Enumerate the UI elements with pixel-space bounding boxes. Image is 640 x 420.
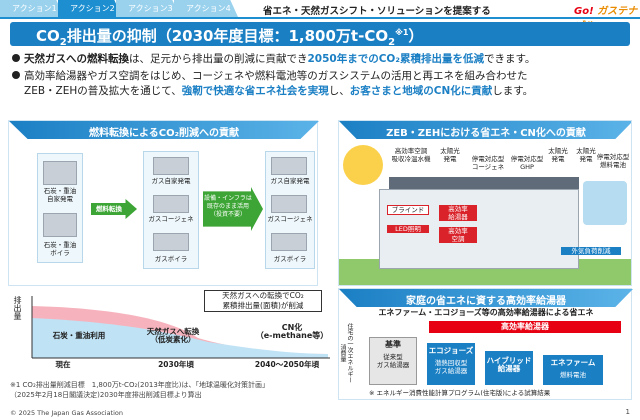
page-title: CO2排出量の抑制（2030年度目標：1,800万t-CO2※1） <box>36 27 424 48</box>
tab-action-1[interactable]: アクション1 <box>0 0 64 17</box>
bar-hybrid-title: ハイブリッド 給湯器 <box>486 356 532 373</box>
bar-ecojozu <box>427 343 475 385</box>
x-label-2030: 2030年頃 <box>158 360 194 369</box>
chip-outside-air: 外気負荷削減 <box>561 247 621 255</box>
coal-plant-icon <box>43 161 77 185</box>
label-coal-oil: 石炭・重油利用 <box>52 331 106 340</box>
gas-cogen-icon <box>153 195 189 213</box>
label-gas-power: ガス自家発電 <box>151 177 191 185</box>
bar-ecojozu-title: エコジョーズ <box>428 346 474 355</box>
footnote: ※1 CO₂排出量削減目標 1,800万t-CO₂(2013年度比)は、「地球温… <box>10 381 270 399</box>
chip-water-heater: 高効率 給湯器 <box>439 205 477 221</box>
header-subtitle: 省エネ・天然ガスシフト・ソリューションを提案する <box>263 6 491 17</box>
tab-action-3[interactable]: アクション3 <box>116 0 180 17</box>
tab-action-4[interactable]: アクション4 <box>174 0 238 17</box>
zeb-label-4: 停電対応型 GHP <box>510 155 544 171</box>
high-eff-label: 高効率給湯器 <box>501 322 549 331</box>
label-coal-boiler: 石炭・重油 ボイラ <box>43 241 77 257</box>
bar-enefarm-title: エネファーム <box>550 358 596 367</box>
copyright: © 2025 The Japan Gas Association <box>10 409 124 417</box>
chip-blind: ブラインド <box>387 205 429 215</box>
zeb-label-3: 停電対応型 コージェネ <box>471 155 505 171</box>
gas-power-icon <box>153 157 189 175</box>
panel-fuel-conversion: 燃料転換によるCO₂削減への貢献 石炭・重油 自家発電 石炭・重油 ボイラ 燃料… <box>8 120 319 286</box>
panel-zeb-head: ZEB・ZEHにおける省エネ・CN化への貢献 <box>339 121 631 139</box>
bullet-zeb-zeh: 高効率給湯器やガス空調をはじめ、コージェネや燃料電池等のガスシステムの活用と再エ… <box>12 69 632 99</box>
zeb-label-6: 太陽光 発電 <box>576 147 596 163</box>
gas-boiler-icon-2 <box>271 233 307 251</box>
house-icon <box>583 181 627 225</box>
zeb-label-5: 太陽光 発電 <box>548 147 568 163</box>
chip-hvac: 高効率 空調 <box>439 227 477 243</box>
emission-curve-area: 排出量 天然ガスへの転換でCO₂ 累積排出量(面積)が削減 石炭・重油利用 天然… <box>8 288 334 372</box>
zeb-label-7: 停電対応型 燃料電池 <box>596 153 630 169</box>
x-label-2050: 2040～2050年頃 <box>254 360 320 369</box>
reduction-callout: 天然ガスへの転換でCO₂ 累積排出量(面積)が削減 <box>204 290 322 312</box>
title-bar: CO2排出量の抑制（2030年度目標：1,800万t-CO2※1） <box>10 22 630 48</box>
bar-baseline-title: 基準 <box>385 340 401 349</box>
page-number: 1 <box>625 408 630 416</box>
high-eff-band <box>429 321 621 333</box>
fuel-conversion-arrow <box>91 199 137 219</box>
label-cn: CN化 （e-methane等） <box>255 323 329 340</box>
logo-go: Go! <box>574 6 598 17</box>
bar-enefarm-sub: 燃料電池 <box>560 371 586 379</box>
gas-boiler-icon <box>153 233 189 251</box>
tab-underline <box>0 17 640 19</box>
zeb-label-2: 太陽光 発電 <box>440 147 460 163</box>
label-gas-boiler-2: ガスボイラ <box>273 255 307 263</box>
bar-ecojozu-sub: 潜熱回収型 ガス給湯器 <box>434 359 468 375</box>
panel-zeb-zeh: ZEB・ZEHにおける省エネ・CN化への貢献 高効率空調 吸収冷温水機 太陽光 … <box>338 120 632 286</box>
panel-home-heaters: 家庭の省エネに資する高効率給湯器 エネファーム・エコジョーズ等の高効率給湯器によ… <box>338 288 633 400</box>
bar-hybrid <box>485 351 533 385</box>
action-tabs: アクション1 アクション2 アクション3 アクション4 <box>0 0 238 17</box>
home-y-axis: 住宅の一次エネルギー消費量 <box>339 323 353 383</box>
x-label-now: 現在 <box>55 360 71 369</box>
label-gas-cogen-2: ガスコージェネ <box>267 215 313 223</box>
bar-baseline <box>369 337 417 385</box>
gas-cogen-icon-2 <box>271 195 307 213</box>
coal-boiler-icon <box>43 213 77 237</box>
label-gas-boiler: ガスボイラ <box>154 255 188 263</box>
reuse-arrow <box>203 187 263 231</box>
emission-curve-svg <box>31 296 330 359</box>
label-conversion: 燃料転換 <box>96 205 122 213</box>
panel-fuel-head: 燃料転換によるCO₂削減への貢献 <box>9 121 319 139</box>
label-gas-cogen: ガスコージェネ <box>148 215 194 223</box>
chip-led: LED照明 <box>387 225 429 233</box>
home-subhead: エネファーム・エコジョーズ等の高効率給湯器による省エネ <box>378 308 594 317</box>
rooftop-units <box>389 177 579 189</box>
tab-action-2[interactable]: アクション2 <box>58 0 122 17</box>
gas-emission-area <box>32 318 328 358</box>
gas-power-icon-2 <box>271 157 307 175</box>
zeb-label-1: 高効率空調 吸収冷温水機 <box>391 147 431 163</box>
sun-icon <box>343 145 383 185</box>
home-footnote: ※ エネルギー消費性能計算プログラム(住宅版)による試算結果 <box>369 389 551 397</box>
bar-enefarm <box>543 355 603 385</box>
label-gas-power-2: ガス自家発電 <box>270 177 310 185</box>
label-gas-conversion: 天然ガスへ転換 （低炭素化） <box>146 327 200 344</box>
y-axis-label: 排出量 <box>13 296 22 320</box>
label-coal-power: 石炭・重油 自家発電 <box>43 187 77 203</box>
bullet-fuel-conversion: 天然ガスへの燃料転換は、足元から排出量の削減に貢献でき2050年までのCO₂累積… <box>12 52 632 67</box>
label-reuse-note: 設備・インフラは 既存のまま活用 （投資不要） <box>204 195 252 218</box>
bar-baseline-sub: 従来型 ガス給湯器 <box>376 353 410 369</box>
panel-home-head: 家庭の省エネに資する高効率給湯器 <box>339 289 633 307</box>
